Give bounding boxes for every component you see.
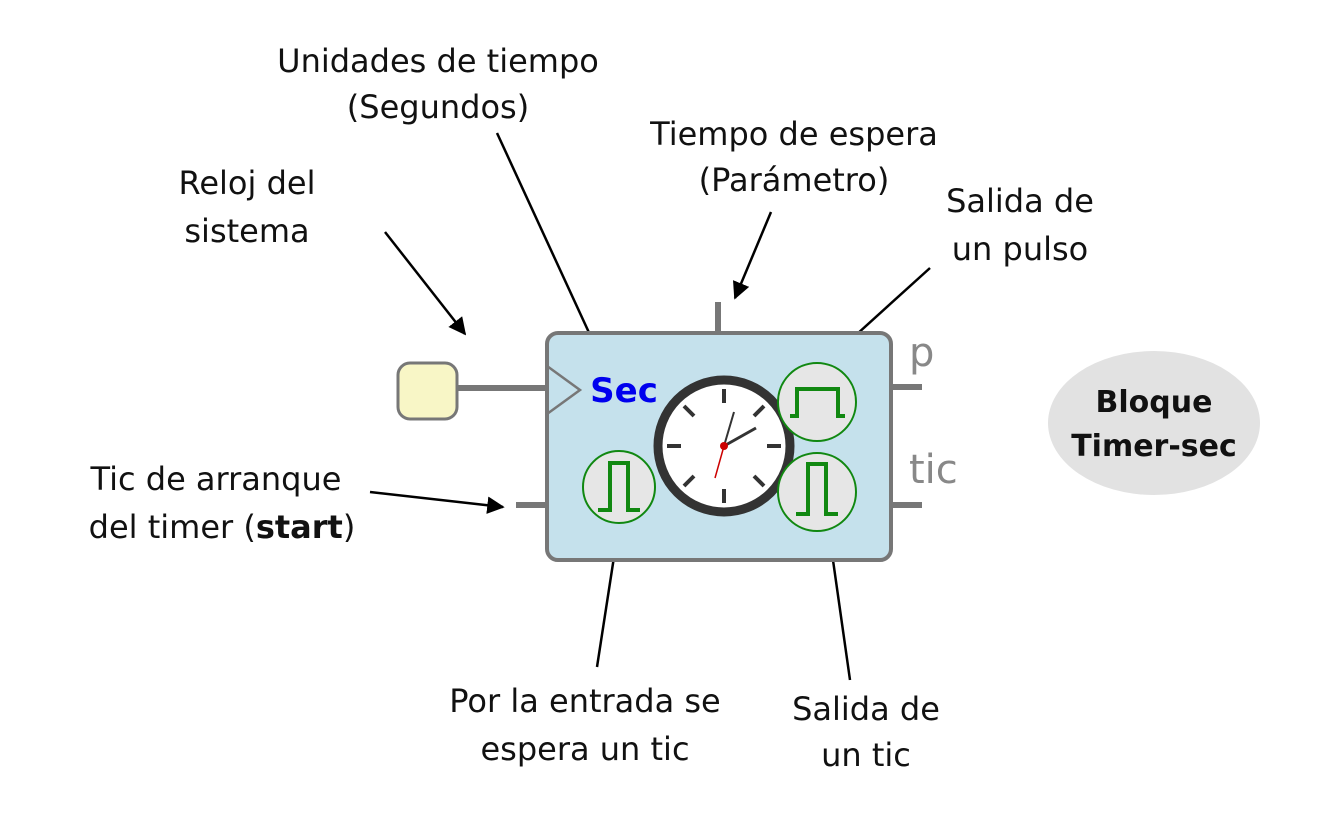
start-tic-label-suffix: ) [343,508,355,546]
clock-icon [653,375,795,517]
units-arrow [495,132,605,365]
start-tic-label-bold: start [256,508,343,546]
clock-input-component [396,361,459,421]
units-label-line1: Unidades de tiempo [277,42,599,80]
port-p-label: p [909,330,934,376]
tic-output-icon [777,452,857,532]
system-clock-label-line1: Reloj del [179,164,316,202]
units-label-line2: (Segundos) [347,88,529,126]
tic-output-label-line1: Salida de [792,690,940,728]
pulse-output-icon [777,362,857,442]
input-tic-label-line1: Por la entrada se [449,682,720,720]
start-tic-arrow [369,490,505,514]
badge-line2: Timer-sec [1071,429,1237,464]
wait-time-arrow [733,211,773,300]
block-badge [1048,351,1260,495]
wait-time-label-line1: Tiempo de espera [649,115,938,153]
system-clock-arrow [384,231,467,336]
start-tic-label-line1: Tic de arranque [90,460,342,498]
badge-line1: Bloque [1096,385,1213,420]
wait-time-label-line2: (Parámetro) [699,161,890,199]
pulse-output-label-line1: Salida de [946,182,1094,220]
input-tic-label-line2: espera un tic [480,730,689,768]
port-tic-label: tic [909,447,958,493]
units-tag: Sec [590,371,658,411]
tic-input-icon [582,450,656,524]
pulse-output-label-line2: un pulso [952,230,1088,268]
start-tic-label-prefix: del timer ( [89,508,256,546]
start-tic-label-line2: del timer (start) [89,508,356,546]
system-clock-label-line2: sistema [184,212,309,250]
tic-output-label-line2: un tic [821,736,911,774]
clock-input-triangle [546,364,583,416]
